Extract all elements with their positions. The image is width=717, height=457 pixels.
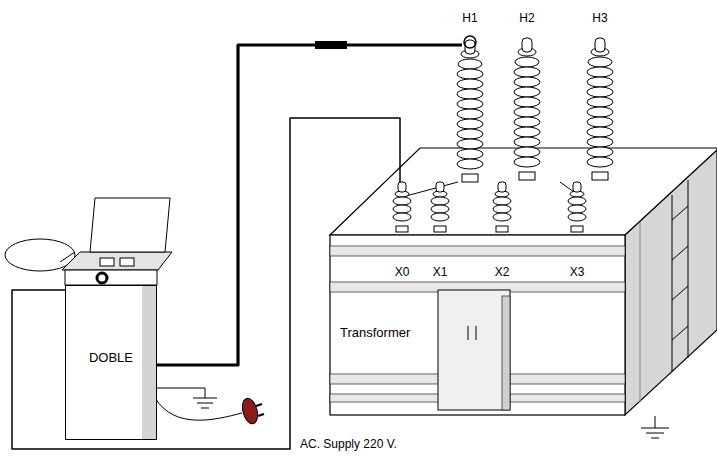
hv-bushing: [457, 40, 483, 182]
ground-symbol: [155, 388, 205, 389]
supply-plug: [256, 404, 262, 406]
terminal-label: X3: [570, 265, 585, 279]
label-anchor: H1: [462, 8, 477, 26]
transformer-tank: [640, 222, 641, 402]
ground-symbol: [197, 403, 213, 404]
laptop: [90, 198, 170, 252]
knob: [97, 273, 107, 283]
laptop: [120, 258, 134, 266]
supply-plug: [155, 398, 242, 420]
ground-symbol: [655, 416, 656, 428]
transformer-tank: [672, 195, 673, 372]
ground-symbol: [651, 438, 659, 439]
ground-symbol: [205, 388, 206, 398]
laptop: [60, 252, 75, 262]
laptop: [100, 258, 114, 266]
test-cable: [12, 118, 400, 449]
terminal-label: X2: [495, 265, 510, 279]
transformer-tank: [672, 206, 688, 220]
nameplate: [502, 296, 510, 410]
nameplate: [438, 290, 510, 410]
ground-symbol: [641, 416, 669, 438]
terminal-label: H3: [592, 11, 607, 25]
supply-note: AC. Supply 220 V.: [300, 437, 397, 451]
ground-symbol: [155, 388, 217, 408]
transformer-tank: [330, 246, 625, 256]
lv-bushing: [393, 182, 411, 232]
laptop: [65, 270, 157, 285]
bushing-bus: [560, 182, 574, 192]
label-anchor: X0: [395, 262, 410, 280]
label-anchor: H2: [519, 8, 534, 26]
hv-bushing: [514, 38, 540, 180]
hv-bushing: [587, 38, 613, 180]
supply-plug: [155, 397, 264, 426]
transformer-tank: [672, 326, 688, 340]
transformer-tank: [672, 286, 688, 300]
ground-symbol: [201, 408, 209, 409]
terminal-label: H2: [519, 11, 534, 25]
label-anchor: X1: [433, 262, 448, 280]
label-anchor: X2: [495, 262, 510, 280]
label-anchor: X3: [570, 262, 585, 280]
cable-coil: [5, 239, 75, 271]
transformer-body: Transformer: [328, 30, 717, 425]
node-label: Transformer: [340, 325, 410, 340]
transformer-tank: [330, 148, 717, 415]
terminal-label: X0: [395, 265, 410, 279]
test-set-box: DOBLE: [65, 285, 157, 440]
terminal-label: X1: [433, 265, 448, 279]
lv-bushing: [568, 182, 586, 232]
bushing-bus: [406, 182, 458, 196]
ground-symbol: [193, 398, 217, 399]
bushing-bus: [406, 182, 574, 196]
test-cable: [157, 45, 462, 365]
ground-symbol: [646, 433, 664, 434]
supply-plug: [258, 414, 264, 416]
label-anchor: H3: [592, 8, 607, 26]
test-clip: [464, 36, 476, 48]
nameplate: [468, 326, 469, 340]
nameplate: [476, 326, 477, 340]
lv-bushing: [431, 182, 449, 232]
supply-plug: [240, 397, 260, 426]
label-anchor: AC. Supply 220 V.: [300, 434, 397, 452]
terminal-label: H1: [462, 11, 477, 25]
lv-bushing: [493, 182, 511, 232]
node-label: DOBLE: [89, 350, 133, 365]
laptop: [62, 252, 172, 270]
transformer-tank: [672, 246, 688, 260]
transformer-tank: [330, 235, 625, 415]
laptop: [60, 198, 172, 285]
ground-symbol: [641, 428, 669, 429]
nameplate: [438, 290, 510, 410]
